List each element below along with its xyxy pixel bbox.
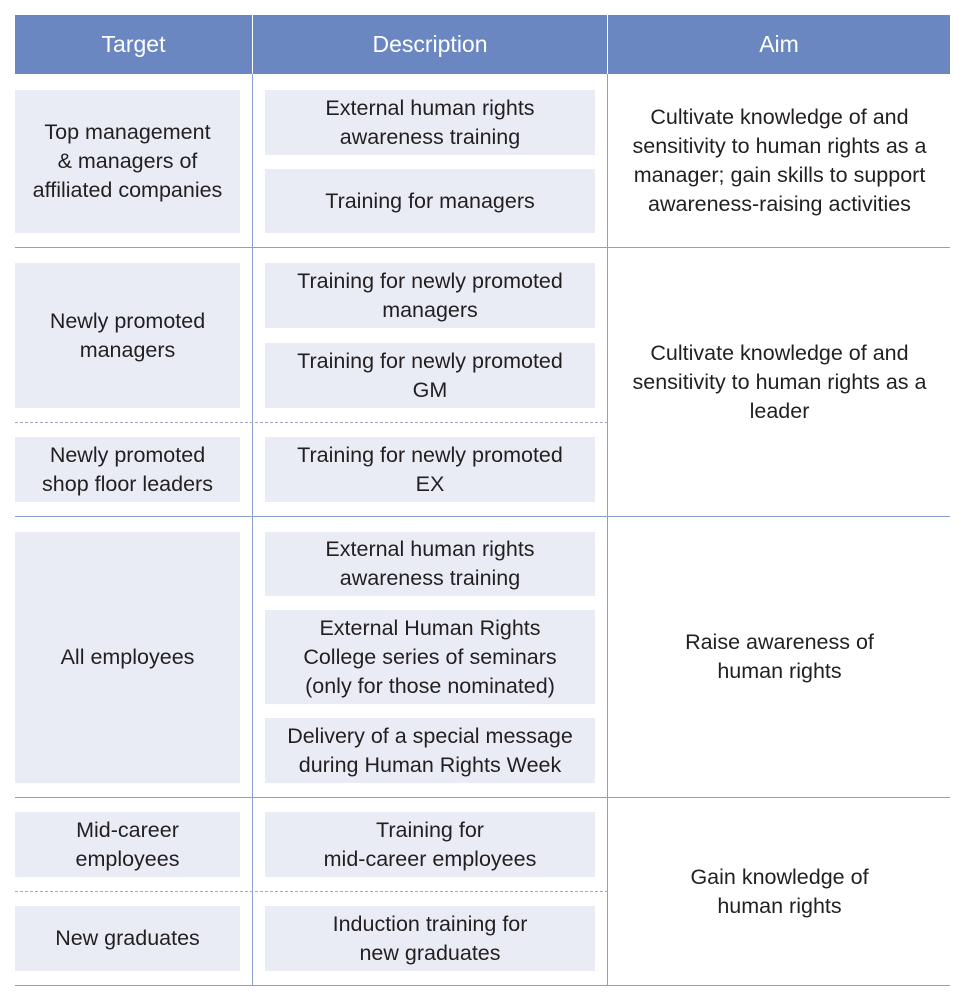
- aim-cell: Raise awareness of human rights: [609, 517, 950, 797]
- description-text: External Human Rights College series of …: [303, 615, 557, 698]
- target-text: Newly promoted shop floor leaders: [42, 442, 213, 496]
- column-divider: [607, 74, 608, 986]
- target-cell: Newly promoted shop floor leaders: [15, 437, 240, 502]
- group-separator: [15, 797, 950, 798]
- header-aim-label: Aim: [759, 31, 799, 57]
- description-cell: External human rights awareness training: [265, 532, 595, 596]
- target-cell: New graduates: [15, 906, 240, 971]
- target-text: New graduates: [55, 926, 200, 950]
- header-description-label: Description: [372, 31, 488, 57]
- description-cell: Delivery of a special message during Hum…: [265, 718, 595, 783]
- target-cell: Newly promoted managers: [15, 263, 240, 408]
- target-text: All employees: [60, 645, 195, 669]
- description-cell: Training for newly promoted EX: [265, 437, 595, 502]
- header-aim: Aim: [608, 15, 950, 74]
- subrow-separator: [15, 422, 608, 423]
- description-text: Training for managers: [325, 188, 535, 213]
- column-divider: [252, 74, 253, 986]
- header-target-label: Target: [101, 31, 166, 57]
- target-text: Mid-career employees: [75, 817, 180, 871]
- aim-cell: Cultivate knowledge of and sensitivity t…: [609, 248, 950, 516]
- aim-text: Gain knowledge of human rights: [690, 864, 869, 918]
- description-text: Delivery of a special message during Hum…: [287, 723, 573, 777]
- header-description: Description: [252, 15, 608, 74]
- description-text: Induction training for new graduates: [332, 911, 528, 965]
- description-text: Training for newly promoted managers: [297, 268, 563, 322]
- description-cell: Training for newly promoted GM: [265, 343, 595, 408]
- description-cell: Training for mid-career employees: [265, 812, 595, 877]
- description-text: External human rights awareness training: [325, 95, 535, 149]
- description-cell: External human rights awareness training: [265, 90, 595, 155]
- description-cell: Training for newly promoted managers: [265, 263, 595, 328]
- aim-text: Cultivate knowledge of and sensitivity t…: [632, 105, 927, 216]
- description-text: External human rights awareness training: [325, 537, 535, 590]
- description-text: Training for mid-career employees: [323, 817, 537, 871]
- target-cell: Mid-career employees: [15, 812, 240, 877]
- header-target: Target: [15, 15, 252, 74]
- aim-text: Raise awareness of human rights: [685, 630, 874, 683]
- group-separator: [15, 247, 950, 248]
- header-divider: [252, 15, 253, 74]
- description-cell: External Human Rights College series of …: [265, 610, 595, 704]
- target-cell: All employees: [15, 532, 240, 783]
- aim-cell: Cultivate knowledge of and sensitivity t…: [609, 75, 950, 247]
- description-text: Training for newly promoted EX: [297, 442, 563, 496]
- table-bottom-border: [15, 985, 950, 986]
- description-cell: Induction training for new graduates: [265, 906, 595, 971]
- group-separator: [15, 516, 950, 517]
- description-cell: Training for managers: [265, 169, 595, 233]
- subrow-separator: [15, 891, 608, 892]
- target-text: Newly promoted managers: [49, 308, 206, 362]
- header-divider: [607, 15, 608, 74]
- target-text: Top management & managers of affiliated …: [32, 120, 223, 202]
- target-cell: Top management & managers of affiliated …: [15, 90, 240, 233]
- description-text: Training for newly promoted GM: [297, 348, 563, 402]
- aim-cell: Gain knowledge of human rights: [609, 798, 950, 985]
- aim-text: Cultivate knowledge of and sensitivity t…: [632, 340, 927, 423]
